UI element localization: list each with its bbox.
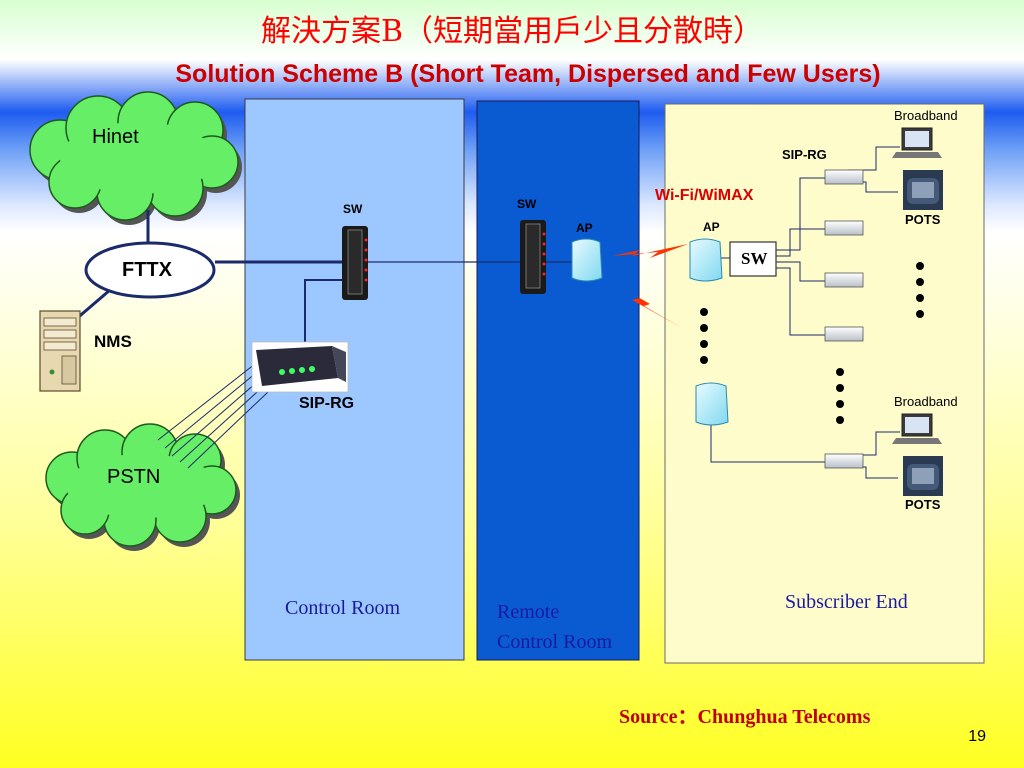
source-credit: Source：Chunghua Telecoms: [619, 706, 871, 728]
telephone-lower-icon: [903, 456, 943, 496]
hinet-cloud: [29, 91, 242, 225]
telephone-icon: [903, 170, 943, 210]
fttx-label: FTTX: [122, 259, 172, 281]
pots-bottom-label: POTS: [905, 497, 941, 512]
continuation-dots: [700, 262, 924, 424]
remote-access-point-icon: [571, 238, 603, 282]
control-sip-rg-label: SIP-RG: [299, 395, 355, 412]
remote-control-room-panel: [476, 100, 640, 661]
wireless-label: Wi-Fi/WiMAX: [655, 187, 754, 204]
pstn-cloud: [45, 423, 240, 551]
nms-label: NMS: [94, 332, 132, 351]
hinet-label: Hinet: [92, 126, 139, 148]
fttx-node: [84, 241, 216, 299]
remote-room-switch-icon: [520, 220, 546, 294]
remote-ap-label: AP: [576, 221, 593, 235]
sip-rg-unit-icons: [824, 169, 864, 469]
remote-control-room-label: Remote Control Room: [497, 597, 612, 657]
subscriber-sip-rg-label: SIP-RG: [782, 147, 827, 162]
slide-title-english: Solution Scheme B (Short Team, Dispersed…: [175, 60, 881, 88]
remote-label-line1: Remote: [497, 601, 560, 623]
sip-rg-device-icon: [251, 341, 349, 393]
control-room-label: Control Room: [285, 597, 401, 619]
network-links: [74, 210, 575, 469]
subscriber-end-label: Subscriber End: [785, 591, 908, 613]
laptop-lower-icon: [892, 413, 942, 444]
control-room-sw-label: SW: [343, 202, 363, 216]
remote-room-sw-label: SW: [517, 197, 537, 211]
subscriber-ap-label: AP: [703, 220, 720, 234]
broadband-bottom-label: Broadband: [894, 394, 958, 409]
control-room-switch-icon: [342, 226, 368, 300]
nms-server-icon: [39, 310, 81, 392]
broadband-top-label: Broadband: [894, 108, 958, 123]
subscriber-sw-label: SW: [741, 249, 768, 268]
remote-label-line2: Control Room: [497, 631, 613, 653]
subscriber-switch-box: [729, 241, 777, 277]
page-number: 19: [968, 728, 986, 745]
subscriber-access-point-icon: [689, 238, 723, 282]
laptop-icon: [892, 127, 942, 158]
pstn-label: PSTN: [107, 466, 161, 488]
pots-top-label: POTS: [905, 212, 941, 227]
slide-title-chinese: 解決方案B（短期當用戶少且分散時）: [260, 14, 764, 49]
wireless-link-icon: [612, 244, 688, 328]
subscriber-access-point-lower-icon: [695, 382, 729, 426]
